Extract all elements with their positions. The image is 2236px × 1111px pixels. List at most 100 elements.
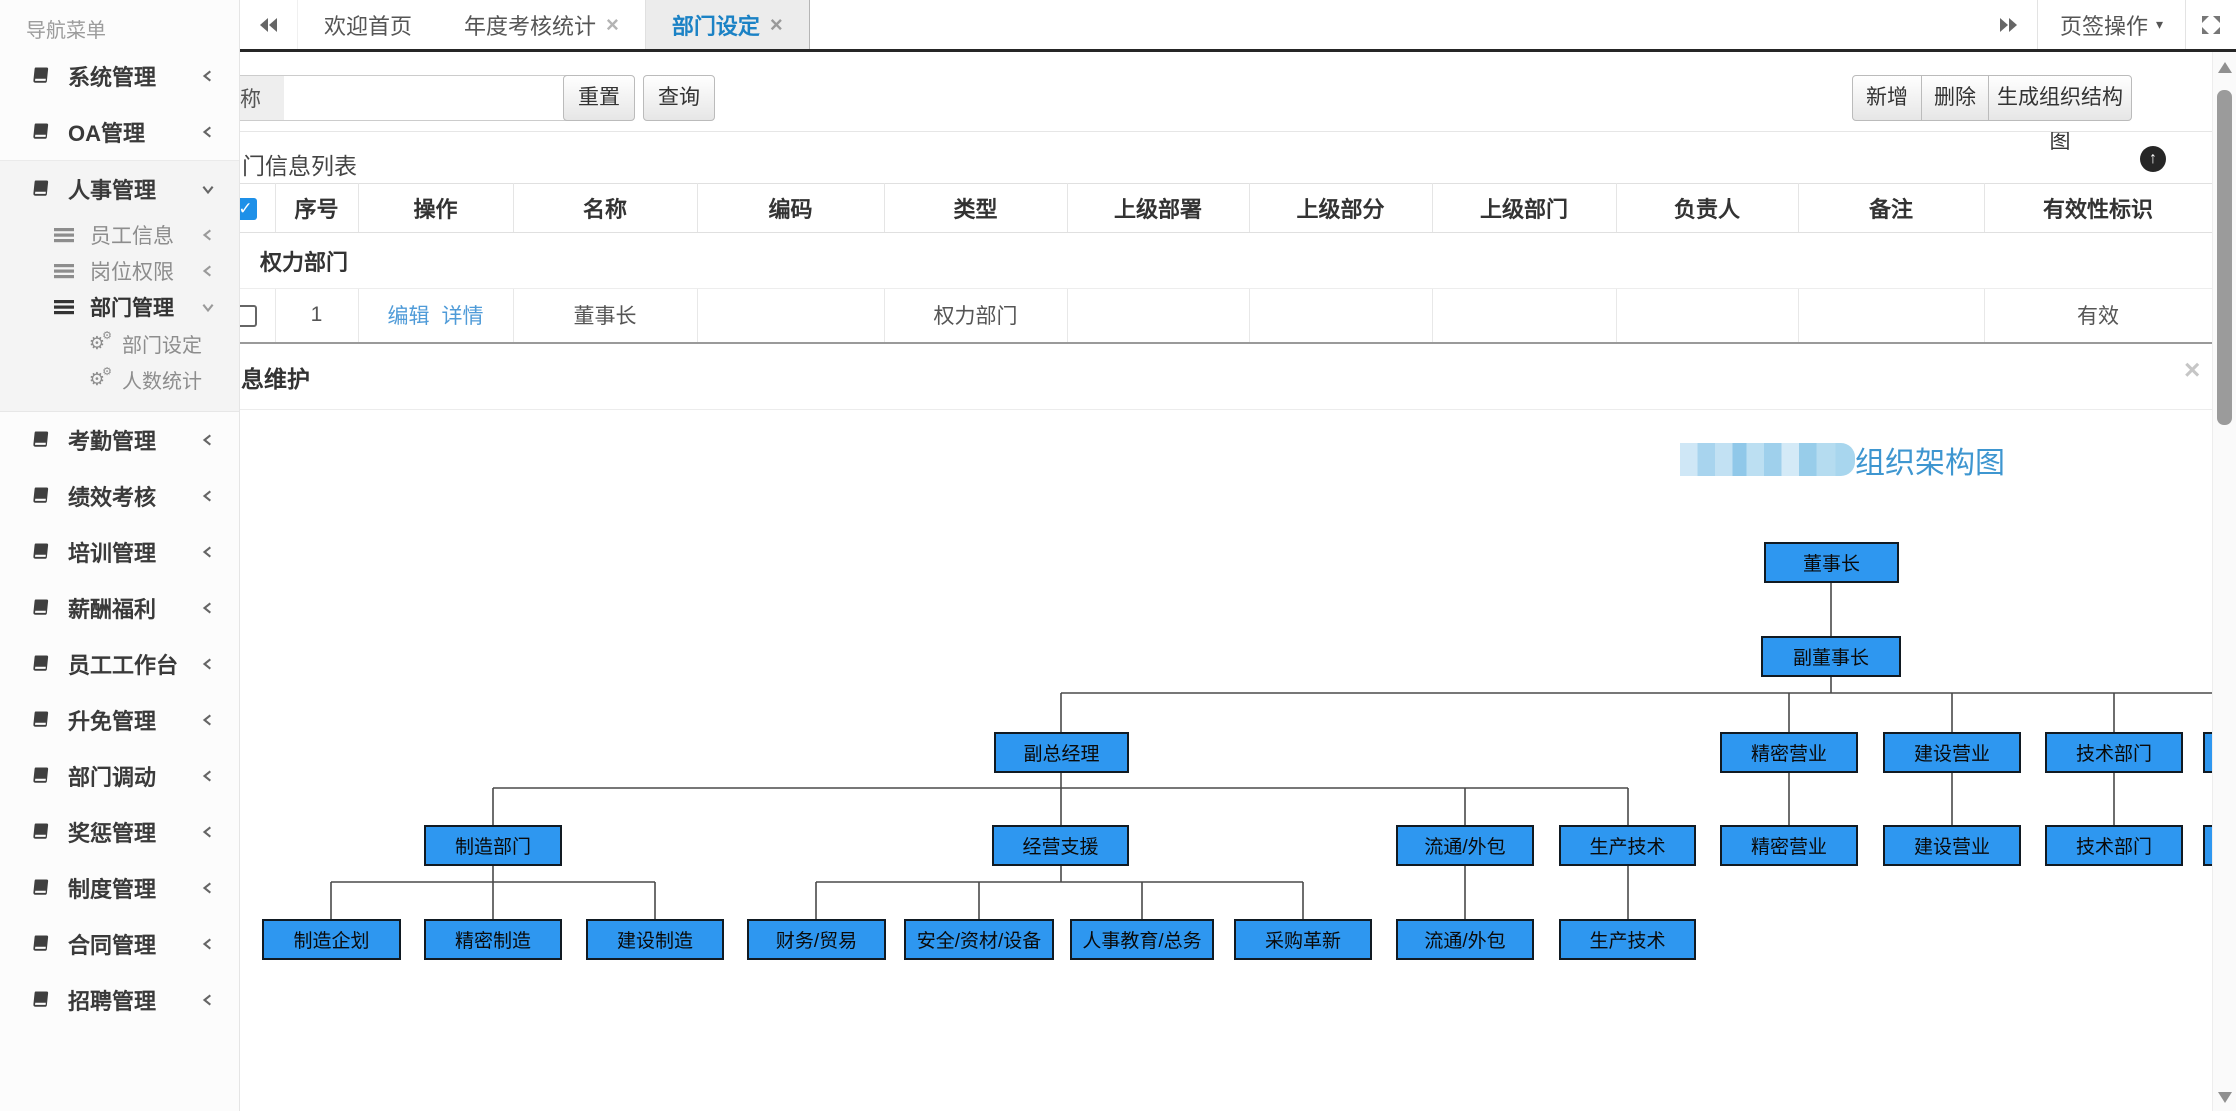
maintain-divider	[180, 409, 2212, 410]
tabbar-right-controls: 页签操作 ▾	[1979, 0, 2236, 49]
tab-actions-dropdown[interactable]: 页签操作 ▾	[2036, 0, 2186, 49]
sidebar-item-label: 岗位权限	[90, 261, 174, 284]
book-icon	[28, 989, 52, 1011]
sidebar-item-label: 部门调动	[68, 765, 157, 790]
book-icon	[28, 765, 52, 787]
fullscreen-icon[interactable]	[2186, 0, 2236, 49]
sidebar-item-部门设定[interactable]: ⚙⚙部门设定	[0, 325, 239, 361]
sidebar-item-培训管理[interactable]: 培训管理	[0, 524, 239, 580]
chevron-left-icon	[201, 433, 215, 447]
sidebar-item-OA管理[interactable]: OA管理	[0, 104, 239, 160]
sidebar-item-岗位权限[interactable]: 岗位权限	[0, 253, 239, 289]
tab-部门设定[interactable]: 部门设定×	[644, 0, 810, 49]
sidebar-item-招聘管理[interactable]: 招聘管理	[0, 972, 239, 1028]
sidebar-item-label: 制度管理	[68, 877, 157, 902]
org-node-流通/外包: 流通/外包	[1396, 919, 1534, 960]
select-all-checkbox[interactable]: ✓	[234, 198, 257, 221]
org-node-建设营业: 建设营业	[1883, 732, 2021, 773]
chevron-left-icon	[201, 769, 215, 783]
tab-label: 欢迎首页	[324, 13, 413, 39]
delete-button[interactable]: 删除	[1921, 75, 1989, 121]
generate-org-chart-button[interactable]: 生成组织结构图	[1988, 75, 2132, 153]
collapse-panel-icon[interactable]: ↑	[2140, 146, 2166, 172]
chevron-left-icon	[201, 489, 215, 503]
tab-actions-label: 页签操作	[2059, 13, 2148, 39]
chevron-left-icon	[201, 713, 215, 727]
column-header: 操作	[358, 183, 514, 233]
scrollbar-up-arrow[interactable]	[2218, 62, 2232, 73]
sidebar-item-制度管理[interactable]: 制度管理	[0, 860, 239, 916]
tab-close-icon[interactable]: ×	[769, 11, 783, 37]
column-header: 上级部署	[1067, 183, 1250, 233]
detail-link[interactable]: 详情	[441, 305, 484, 329]
tab-欢迎首页[interactable]: 欢迎首页	[298, 0, 438, 49]
search-button[interactable]: 查询	[643, 75, 715, 121]
reset-button[interactable]: 重置	[563, 75, 635, 121]
tab-close-icon[interactable]: ×	[606, 11, 619, 37]
sidebar-item-人事管理[interactable]: 人事管理	[0, 161, 239, 217]
book-icon	[28, 933, 52, 955]
cell-parent_dept2	[1249, 288, 1433, 343]
cell-seq: 1	[275, 288, 359, 343]
org-chart-layer: 组织架构图 董事长副董事长副总经理精密营业建设营业技术部门制造部门经营支援流通/…	[240, 411, 2212, 1111]
chevron-left-icon	[201, 993, 215, 1007]
close-icon[interactable]: ×	[2184, 354, 2201, 385]
scrollbar-thumb[interactable]	[2217, 90, 2232, 425]
org-chart-panel: 组织架构图 董事长副董事长副总经理精密营业建设营业技术部门制造部门经营支援流通/…	[240, 411, 2212, 1111]
sidebar-item-员工工作台[interactable]: 员工工作台	[0, 636, 239, 692]
sidebar-item-考勤管理[interactable]: 考勤管理	[0, 412, 239, 468]
sidebar-item-人数统计[interactable]: ⚙⚙人数统计	[0, 361, 239, 397]
tabbar: 欢迎首页年度考核统计×部门设定× 页签操作 ▾	[240, 0, 2236, 52]
scrollbar-down-arrow[interactable]	[2218, 1092, 2232, 1103]
double-left-arrow-icon	[259, 17, 277, 32]
sidebar-header: 导航菜单	[26, 20, 106, 42]
toolbar-divider	[180, 131, 2212, 132]
column-header: 备注	[1798, 183, 1985, 233]
tabs-scroll-right-button[interactable]	[1979, 0, 2037, 49]
sidebar-item-升免管理[interactable]: 升免管理	[0, 692, 239, 748]
org-chart-title: 组织架构图	[1855, 447, 2005, 480]
org-node-财务/贸易: 财务/贸易	[747, 919, 886, 960]
sidebar-expanded-section: 人事管理员工信息岗位权限部门管理 ⚙⚙部门设定⚙⚙人数统计	[0, 160, 239, 412]
sidebar-item-label: 薪酬福利	[68, 597, 157, 622]
chevron-left-icon	[201, 228, 215, 242]
sidebar-item-label: 部门管理	[90, 297, 174, 320]
sidebar-item-部门管理[interactable]: 部门管理	[0, 289, 239, 325]
book-icon	[28, 121, 52, 143]
column-header: 名称	[513, 183, 698, 233]
org-node-生产技术: 生产技术	[1559, 919, 1696, 960]
add-button[interactable]: 新增	[1852, 75, 1922, 121]
tab-年度考核统计[interactable]: 年度考核统计×	[438, 0, 645, 49]
edit-link[interactable]: 编辑	[387, 305, 430, 329]
sidebar-item-员工信息[interactable]: 员工信息	[0, 217, 239, 253]
org-node-生产技术: 生产技术	[1559, 825, 1696, 866]
sidebar-item-绩效考核[interactable]: 绩效考核	[0, 468, 239, 524]
sidebar-item-奖惩管理[interactable]: 奖惩管理	[0, 804, 239, 860]
column-header: 上级部分	[1249, 183, 1433, 233]
sidebar-item-label: 培训管理	[68, 541, 157, 566]
cell-parent_dept1	[1067, 288, 1250, 343]
vertical-scrollbar[interactable]	[2212, 52, 2236, 1111]
sidebar-item-薪酬福利[interactable]: 薪酬福利	[0, 580, 239, 636]
name-input[interactable]	[284, 75, 606, 121]
sidebar-item-部门调动[interactable]: 部门调动	[0, 748, 239, 804]
sidebar-item-系统管理[interactable]: 系统管理	[0, 48, 239, 104]
org-node-精密制造: 精密制造	[424, 919, 562, 960]
column-header: 负责人	[1616, 183, 1799, 233]
org-node-clipped	[2203, 825, 2212, 866]
org-node-建设制造: 建设制造	[586, 919, 724, 960]
chevron-down-icon: ▾	[2155, 16, 2163, 32]
tabs-scroll-left-button[interactable]	[240, 0, 298, 49]
org-node-副总经理: 副总经理	[994, 732, 1129, 773]
maintain-panel-title: 息维护	[241, 366, 310, 392]
org-node-建设营业: 建设营业	[1883, 825, 2021, 866]
chevron-left-icon	[201, 937, 215, 951]
sidebar-item-合同管理[interactable]: 合同管理	[0, 916, 239, 972]
org-chart-connectors	[330, 583, 2212, 919]
org-node-人事教育/总务: 人事教育/总务	[1070, 919, 1214, 960]
org-node-安全/资材/设备: 安全/资材/设备	[904, 919, 1054, 960]
book-icon	[28, 541, 52, 563]
